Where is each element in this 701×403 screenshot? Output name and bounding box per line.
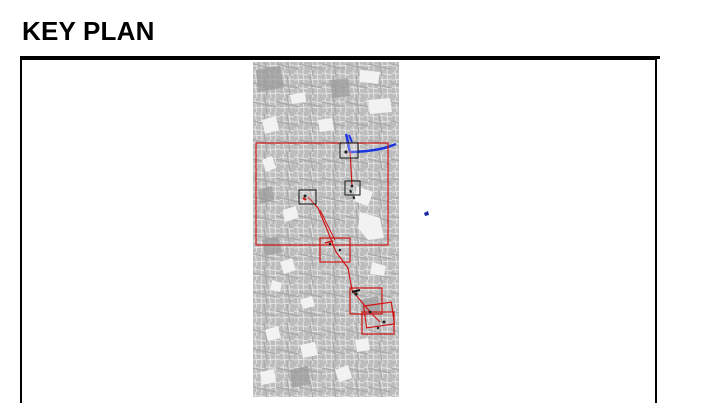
markers xyxy=(302,150,386,330)
base-map-strip xyxy=(253,62,399,397)
section-6-box[interactable] xyxy=(362,301,396,329)
section-3-box[interactable] xyxy=(298,189,317,205)
section-red-boxes[interactable] xyxy=(319,237,396,335)
section-4-box[interactable] xyxy=(319,237,351,263)
section-1-box[interactable] xyxy=(339,142,359,159)
overall-area-boundary[interactable] xyxy=(255,142,389,246)
isolated-marker xyxy=(424,211,429,216)
section-boxes[interactable] xyxy=(298,142,361,205)
section-2-box[interactable] xyxy=(344,180,361,196)
frame-top-rule xyxy=(20,56,660,59)
route-line xyxy=(307,150,381,323)
key-plan-frame xyxy=(20,58,657,403)
section-7-box[interactable] xyxy=(361,311,395,335)
section-5-box[interactable] xyxy=(349,287,383,315)
page-title: KEY PLAN xyxy=(22,16,155,46)
